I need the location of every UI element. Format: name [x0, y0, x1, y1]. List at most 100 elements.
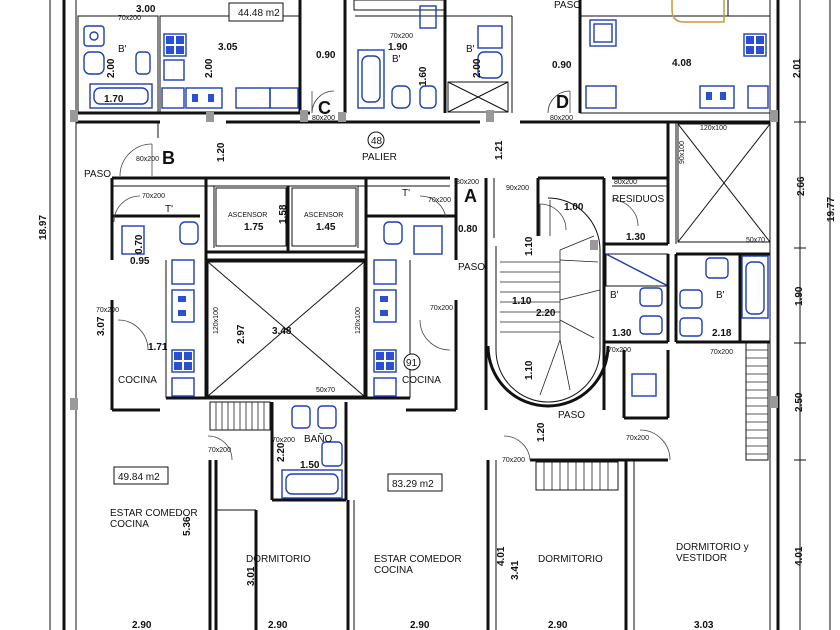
area-label-left: 49.84 m2: [118, 472, 160, 483]
room-dorm-vest-line1: DORMITORIO y: [676, 542, 749, 553]
room-cocina-right: COCINA: [402, 375, 441, 386]
room-bano: BAÑO: [304, 432, 333, 445]
letter-c: C: [318, 98, 331, 118]
fixture-t-left: T': [165, 204, 173, 215]
opening-50x70-b: 50x70: [746, 237, 765, 244]
bottom-walls: [113, 195, 671, 630]
dim-2-90-a: 2.90: [132, 620, 152, 630]
dim-4-08: 4.08: [672, 58, 692, 69]
opening-50x70-a: 50x70: [316, 387, 335, 394]
area-box-center: [387, 473, 443, 492]
dim-1-45: 1.45: [316, 222, 336, 233]
outer-walls: [49, 0, 831, 630]
opening-80x200-d: 80x200: [456, 179, 479, 186]
dim-1-58: 1.58: [278, 204, 289, 224]
dim-1-20-b: 1.20: [536, 422, 547, 442]
dim-2-00-b: 2.00: [204, 58, 215, 78]
room-dormitorio-2: DORMITORIO: [538, 554, 603, 565]
opening-70x200-l: 70x200: [626, 435, 649, 442]
right-core: [605, 123, 771, 287]
letter-d: D: [556, 92, 569, 112]
fixture-b-4: B': [610, 290, 619, 301]
room-paso-bottom: PASO: [558, 410, 585, 421]
opening-90x200: 90x200: [506, 185, 529, 192]
dim-0-95: 0.95: [130, 256, 150, 267]
dim-3-01: 3.01: [246, 566, 257, 586]
dim-0-80: 0.80: [458, 224, 478, 235]
room-residuos: RESIDUOS: [612, 194, 665, 205]
columns: [70, 110, 778, 410]
dim-4-01-b: 4.01: [794, 546, 805, 566]
room-paso-top: PASO: [554, 0, 581, 11]
labels: 44.48 m2 49.84 m2 83.29 m2 48 91 C D B A…: [38, 0, 837, 630]
dim-1-90: 1.90: [388, 42, 408, 53]
fixture-b-3: B': [466, 44, 475, 55]
letter-a: A: [464, 186, 477, 206]
opening-70x200-f: 70x200: [430, 305, 453, 312]
dim-2-66: 2.66: [796, 176, 807, 196]
fixture-t-right: T': [402, 188, 410, 199]
room-ascensor-1: ASCENSOR: [228, 212, 267, 219]
dim-2-90-d: 2.90: [548, 620, 568, 630]
opening-80x200-c: 80x200: [136, 156, 159, 163]
dim-2-20-b: 2.20: [276, 442, 287, 462]
dim-3-07: 3.07: [96, 316, 107, 336]
opening-70x200-i: 70x200: [208, 447, 231, 454]
opening-80x200-b: 80x200: [550, 115, 573, 122]
staircase: [486, 197, 610, 408]
dim-3-41: 3.41: [510, 560, 521, 580]
dim-3-48: 3.48: [272, 326, 292, 337]
opening-80x200-a: 80x200: [312, 115, 335, 122]
room-palier: PALIER: [362, 152, 397, 163]
unit-circle-91: [403, 353, 421, 371]
dim-1-21: 1.21: [494, 140, 505, 160]
room-estar-center-line2: COCINA: [374, 565, 413, 576]
dim-1-10-a: 1.10: [524, 236, 535, 256]
dim-1-75: 1.75: [244, 222, 264, 233]
opening-70x200-k: 70x200: [502, 457, 525, 464]
dim-2-00-a: 2.00: [106, 58, 117, 78]
dim-2-97: 2.97: [236, 324, 247, 344]
dim-1-30-a: 1.30: [626, 232, 646, 243]
opening-120x100-b: 120x100: [213, 307, 220, 334]
dim-0-90-b: 0.90: [552, 60, 572, 71]
dim-2-50: 2.50: [794, 392, 805, 412]
dim-1-71: 1.71: [148, 342, 168, 353]
top-units: [76, 0, 770, 177]
opening-70x200-h: 70x200: [710, 349, 733, 356]
bano-center: [209, 401, 348, 502]
room-ascensor-2: ASCENSOR: [304, 212, 343, 219]
dim-1-70: 1.70: [104, 94, 124, 105]
room-estar-center-line1: ESTAR COMEDOR: [374, 554, 462, 565]
room-estar-left-line1: ESTAR COMEDOR: [110, 508, 198, 519]
opening-90x100: 90x100: [679, 141, 686, 164]
dim-2-18: 2.18: [712, 328, 732, 339]
opening-70x200-c: 70x200: [142, 193, 165, 200]
dim-3-05: 3.05: [218, 42, 238, 53]
fixture-b-1: B': [118, 44, 127, 55]
dim-1-00: 1.00: [564, 202, 584, 213]
room-paso-left: PASO: [84, 169, 111, 180]
fixture-b-5: B': [716, 290, 725, 301]
room-dorm-vest-line2: VESTIDOR: [676, 553, 727, 564]
opening-70x200-b: 70x200: [390, 33, 413, 40]
unit-circle-48: [367, 131, 385, 149]
fixture-b-2: B': [392, 54, 401, 65]
dim-3-00: 3.00: [136, 4, 156, 15]
dim-2-20: 2.20: [536, 308, 556, 319]
dim-1-50: 1.50: [300, 460, 320, 471]
dim-18-97: 18.97: [38, 215, 49, 240]
room-paso-stair: PASO: [458, 262, 485, 273]
dim-19-77: 19.77: [826, 197, 837, 222]
dim-1-10-b: 1.10: [512, 296, 532, 307]
right-baths: [602, 252, 770, 461]
opening-70x200-d: 70x200: [428, 197, 451, 204]
room-dormitorio-1: DORMITORIO: [246, 554, 311, 565]
room-cocina-left: COCINA: [118, 375, 157, 386]
dim-3-03: 3.03: [694, 620, 714, 630]
area-box-left: [113, 466, 169, 485]
